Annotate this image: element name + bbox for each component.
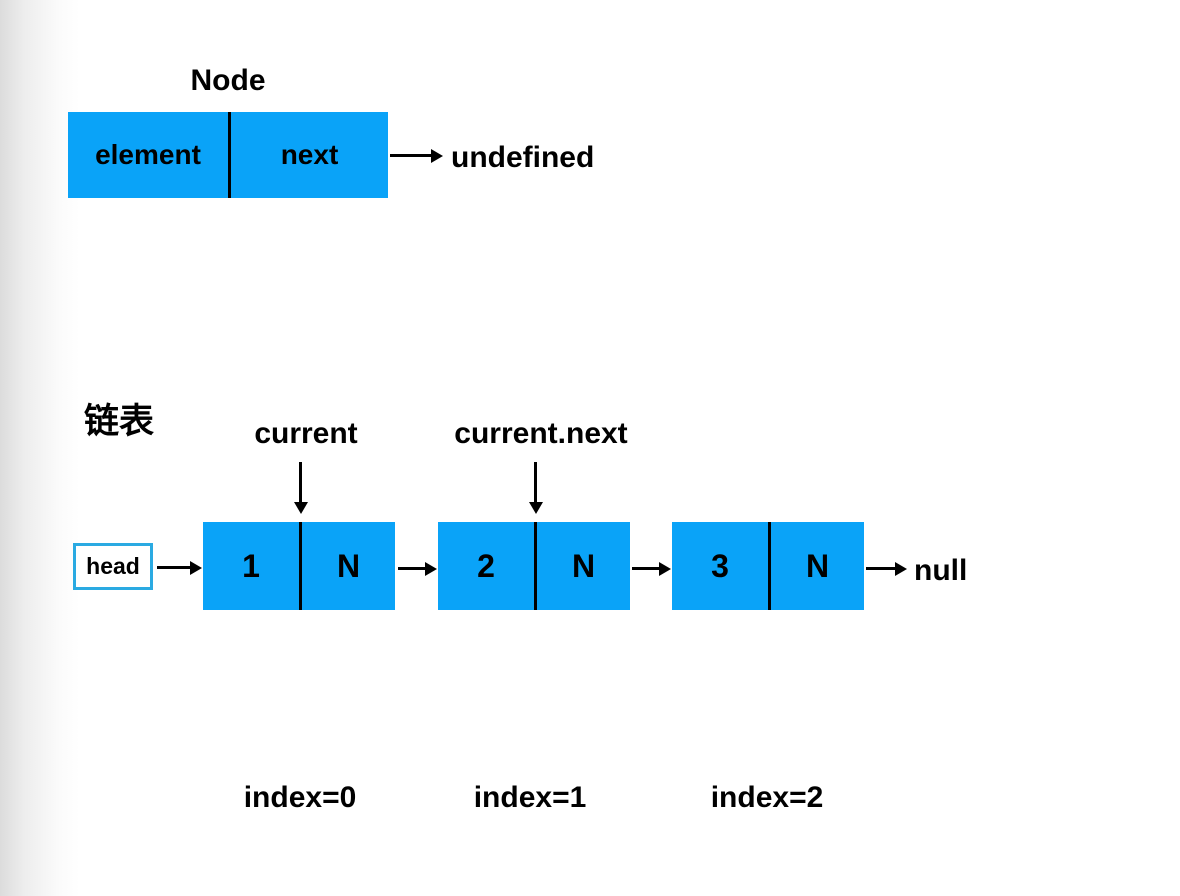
node-2-value-cell: 2 [477,547,495,584]
arrow-node-3-to-null [866,567,896,570]
head-pointer-box: head [73,543,153,590]
linked-list-section-title: 链表 [84,402,155,441]
node-definition-box: element next [68,112,388,198]
arrow-node-1-to-node-2 [398,567,426,570]
arrow-node-2-to-node-3 [632,567,660,570]
current-pointer-arrow [299,462,302,503]
node-definition-title: Node [190,64,266,97]
index-label-2: index=2 [710,781,824,814]
undefined-label: undefined [451,141,595,174]
node-2-next-cell: N [534,522,630,610]
index-label-1: index=1 [473,781,587,814]
arrow-head-to-node-1 [157,566,191,569]
node-3-next-cell: N [768,522,864,610]
next-cell: next [228,112,388,198]
list-node-2: 2 N [438,522,630,610]
null-label: null [914,554,968,587]
node-1-value-cell: 1 [242,547,260,584]
element-cell: element [95,139,201,170]
index-label-0: index=0 [243,781,357,814]
current-next-pointer-label: current.next [454,417,628,450]
current-next-pointer-arrow [534,462,537,503]
arrow-next-to-undefined [390,154,432,157]
node-3-value-cell: 3 [711,547,729,584]
page-left-edge-shadow [0,0,80,896]
head-label: head [86,553,140,579]
current-pointer-label: current [254,417,358,450]
list-node-1: 1 N [203,522,395,610]
list-node-3: 3 N [672,522,864,610]
node-1-next-cell: N [299,522,395,610]
